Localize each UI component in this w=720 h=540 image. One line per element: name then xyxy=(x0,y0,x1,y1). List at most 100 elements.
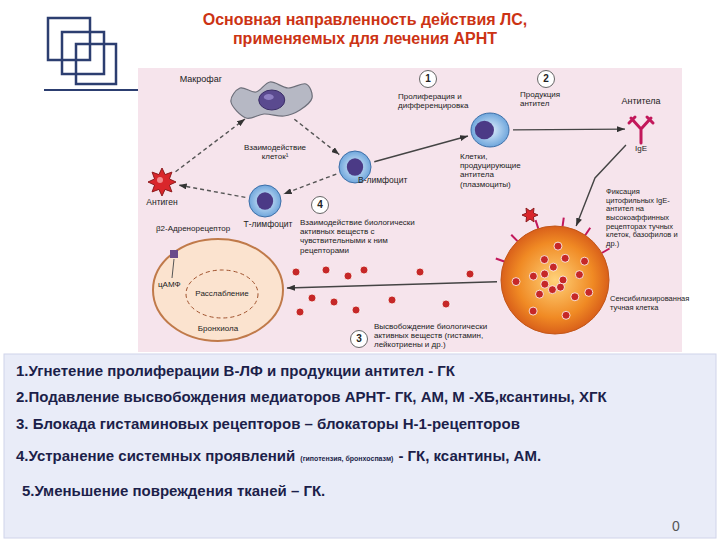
granule xyxy=(585,288,593,296)
node-outline xyxy=(148,168,176,196)
callout-ring xyxy=(351,331,368,348)
flow-arrow xyxy=(513,128,625,130)
cell-body xyxy=(501,226,609,334)
summary-line: 1.Угнетение пролиферации В-ЛФ и продукци… xyxy=(16,362,455,379)
logo-square xyxy=(62,32,104,74)
antibody-y xyxy=(629,117,653,143)
callout-number: 3 xyxy=(350,330,368,348)
text-row: 4.Устранение системных проявлений (гипоте… xyxy=(16,447,541,464)
process-note: Взаимодействие клеток¹ xyxy=(236,143,314,161)
fc-receptor xyxy=(536,220,539,229)
process-note: Взаимодействие биологически активных вещ… xyxy=(300,218,418,255)
callout-circle: 1 xyxy=(419,70,437,88)
process-note: Фиксация цитофильных IgE-антител на высо… xyxy=(606,188,686,248)
cell-label: Бронхиола xyxy=(190,324,246,333)
fc-receptor xyxy=(563,218,564,227)
edge-label: Продукция антител xyxy=(520,90,584,108)
summary-line: 2.Подавление высвобождения медиаторов АР… xyxy=(16,388,607,405)
granule xyxy=(571,293,579,301)
granule xyxy=(541,280,549,288)
b-lymphocyte-cell: В-лимфоцит xyxy=(338,150,372,184)
node-outline xyxy=(4,354,716,538)
slide-title: Основная направленность действия ЛС, при… xyxy=(195,10,535,48)
flow-arrow xyxy=(176,119,245,172)
receptor-symbol xyxy=(170,250,178,258)
nucleus-highlight xyxy=(264,94,274,100)
antigen-symbol: Антиген xyxy=(148,168,176,196)
granule xyxy=(466,270,474,278)
process-note: Высвобождение биологически активных веще… xyxy=(374,322,498,350)
granule xyxy=(581,257,589,265)
text-row: 2.Подавление высвобождения медиаторов АР… xyxy=(16,388,607,405)
summary-line: 3. Блокада гистаминовых рецепторов – бло… xyxy=(16,415,520,432)
summary-panel: 1.Угнетение пролиферации В-ЛФ и продукци… xyxy=(4,354,716,538)
flow-arrow xyxy=(294,119,339,154)
text-row: 5.Уменьшение повреждения тканей – ГК. xyxy=(22,482,325,499)
cell-label: В-лимфоцит xyxy=(358,176,422,186)
flow-arrow xyxy=(374,136,468,162)
summary-line: (гипотензия, бронхоспазм) xyxy=(300,455,393,463)
cell-label: Т-лимфоцит xyxy=(240,220,296,230)
t-lymphocyte-cell: Т-лимфоцит xyxy=(248,184,282,218)
antibody-symbol: АнтителаIgE xyxy=(628,115,654,143)
granule xyxy=(416,268,424,276)
smooth-muscle-ring xyxy=(186,270,258,318)
bronchiole-cell: β2-АдренорецепторцАМФРасслаблениеБронхио… xyxy=(152,238,284,342)
flow-arrow xyxy=(284,174,337,194)
edge-label: Пролиферация и дифференцировка xyxy=(398,92,472,110)
node-outline xyxy=(500,225,610,335)
fc-receptor xyxy=(496,258,504,261)
summary-line: 5.Уменьшение повреждения тканей – ГК. xyxy=(22,482,325,499)
granule xyxy=(562,311,570,319)
node-outline xyxy=(628,115,654,143)
logo-square xyxy=(48,18,90,60)
cell-label: Антитела xyxy=(603,96,679,106)
callout-circle: 4 xyxy=(311,196,329,214)
granule xyxy=(561,254,569,262)
callout-ring xyxy=(420,71,437,88)
granule xyxy=(549,263,557,271)
granule xyxy=(541,270,549,278)
granule xyxy=(296,308,304,316)
granule xyxy=(330,298,338,306)
bound-antigen xyxy=(522,208,538,222)
cell-label: Клетки, продуцирующие антитела (плазмоци… xyxy=(460,152,542,189)
text-row: 1.Угнетение пролиферации В-ЛФ и продукци… xyxy=(16,362,455,379)
macrophage-cell: Макрофаг xyxy=(226,80,314,120)
cell-label: Антиген xyxy=(132,198,192,208)
logo-square xyxy=(76,44,116,84)
granule xyxy=(540,256,548,264)
cell-label: Расслабление xyxy=(192,289,252,298)
antigen-highlight xyxy=(157,177,163,183)
released-granules xyxy=(292,266,474,316)
granule xyxy=(322,266,330,274)
mast-cell: Сенсибилизированная тучная клетка xyxy=(500,225,610,335)
text-row: 3. Блокада гистаминовых рецепторов – бло… xyxy=(16,415,520,432)
cell-body xyxy=(471,113,509,147)
flow-arrow xyxy=(576,145,626,226)
panel-ground xyxy=(4,354,716,538)
granule xyxy=(575,271,583,279)
callout-number: 2 xyxy=(537,70,555,88)
cell-label: IgE xyxy=(621,144,661,153)
granule xyxy=(292,268,300,276)
cell-body xyxy=(153,239,283,341)
summary-line: 4.Устранение системных проявлений xyxy=(16,447,295,464)
summary-line: - ГК, ксантины, АМ. xyxy=(398,447,541,464)
logo xyxy=(44,18,150,90)
figure-ground xyxy=(138,68,682,352)
cell-label: Сенсибилизированная тучная клетка xyxy=(610,295,698,312)
callout-ring xyxy=(312,197,329,214)
granule xyxy=(360,266,368,274)
signal-line xyxy=(172,259,174,278)
cell-body xyxy=(231,82,312,118)
flow-arrow xyxy=(179,185,246,197)
granule xyxy=(556,283,564,291)
node-outline xyxy=(226,80,314,120)
cell-label: β2-Адренорецептор xyxy=(156,224,246,233)
callout-circle: 3 xyxy=(350,330,368,348)
granule xyxy=(442,300,450,308)
cell-label: цАМФ xyxy=(158,280,188,289)
